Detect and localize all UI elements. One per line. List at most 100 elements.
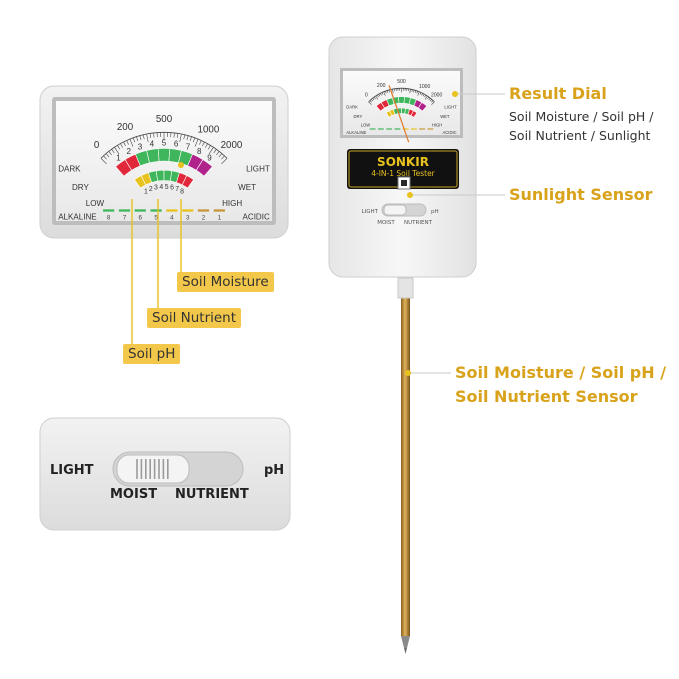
ph-number: 2 — [202, 215, 206, 222]
lux-tick — [386, 90, 389, 93]
ph-scale-segment — [427, 128, 434, 130]
lux-tick — [218, 153, 223, 158]
moisture-number: 3 — [138, 142, 143, 151]
lux-tick — [123, 141, 126, 147]
lux-tick — [189, 136, 192, 142]
ph-scale-segment — [410, 128, 417, 130]
probe-sensor-title-2: Soil Nutrient Sensor — [455, 387, 638, 406]
nutrient-number: 8 — [180, 189, 184, 196]
lux-tick-label: 500 — [397, 79, 406, 85]
nutrient-band-segment — [181, 175, 194, 189]
lux-tick — [202, 141, 205, 147]
device-texts: SONKIR 4-IN-1 Soil Tester LIGHT pH MOIST… — [362, 155, 439, 226]
lux-tick-label: 0 — [365, 92, 368, 98]
small-switch-left-label: LIGHT — [362, 209, 379, 215]
lux-tick — [103, 155, 107, 160]
callout-leaders — [408, 93, 505, 374]
lux-tick — [380, 93, 382, 96]
light-band-segment — [157, 148, 171, 162]
result-dial-title: Result Dial — [509, 84, 607, 103]
alkaline-label: ALKALINE — [58, 213, 97, 222]
lux-tick — [207, 145, 211, 150]
callout-dots — [405, 91, 458, 376]
ph-number: 8 — [107, 215, 111, 222]
lux-tick — [413, 89, 415, 93]
brand-name: SONKIR — [377, 155, 429, 169]
lux-tick — [221, 158, 228, 165]
lux-tick — [372, 97, 375, 101]
nutrient-band-segment — [410, 110, 418, 118]
ph-scale-segment — [134, 209, 146, 212]
lux-tick — [424, 95, 428, 100]
small-switch-nutrient-label: NUTRIENT — [404, 220, 433, 226]
lux-tick — [427, 96, 430, 100]
ph-scale-segment — [197, 209, 210, 212]
ph-number: 7 — [123, 215, 127, 222]
lux-tick — [388, 89, 390, 93]
dark-label: DARK — [346, 105, 358, 110]
lux-tick — [183, 134, 186, 140]
dry-label: DRY — [72, 183, 89, 192]
small-switch-right-label: pH — [431, 209, 439, 215]
lux-tick — [383, 91, 386, 96]
lux-tick — [153, 132, 155, 138]
lux-tick — [424, 94, 427, 98]
probe-sensor-title-1: Soil Moisture / Soil pH / — [455, 363, 667, 382]
ph-scale-segment — [377, 128, 384, 130]
light-band-segment — [417, 102, 428, 112]
ph-number: 4 — [170, 215, 174, 222]
lux-tick — [199, 140, 202, 145]
lux-tick — [409, 89, 411, 94]
lux-tick — [392, 89, 394, 94]
lux-tick — [120, 143, 123, 148]
ph-scale-segment — [118, 209, 131, 212]
alkaline-label: ALKALINE — [346, 130, 366, 135]
moisture-number: 2 — [127, 147, 132, 156]
lux-tick — [385, 90, 387, 94]
light-band-segment — [398, 96, 405, 104]
high-label: HIGH — [432, 123, 442, 128]
lux-tick-label: 2000 — [221, 140, 243, 151]
probe-rod — [401, 296, 410, 636]
ph-number: 3 — [186, 215, 190, 222]
ph-scale-segment — [419, 128, 426, 130]
nutrient-number: 5 — [165, 184, 169, 191]
lux-tick — [205, 143, 208, 148]
mode-switch-knob[interactable] — [383, 204, 407, 216]
soil-ph-tag: Soil pH — [123, 344, 181, 364]
wet-label: WET — [440, 114, 450, 119]
brand-plate — [347, 149, 459, 189]
small-switch-moist-label: MOIST — [377, 220, 395, 226]
moisture-number: 6 — [174, 139, 179, 148]
lux-tick — [100, 158, 107, 165]
ph-scale-segment — [402, 128, 409, 130]
lux-tick — [216, 151, 220, 156]
lux-tick — [111, 149, 115, 154]
soil-moisture-tag: Soil Moisture — [177, 272, 274, 292]
lux-tick — [176, 133, 179, 138]
nutrient-number: 3 — [154, 185, 158, 192]
lux-tick — [422, 93, 425, 97]
lux-tick — [132, 137, 136, 143]
ph-number: 5 — [154, 215, 158, 222]
switch-nutrient-label: NUTRIENT — [175, 487, 249, 502]
lux-tick-label: 500 — [156, 114, 173, 125]
lux-tick — [431, 100, 434, 103]
low-label: LOW — [361, 123, 371, 128]
lux-tick — [114, 147, 120, 155]
lux-tick-label: 0 — [94, 140, 100, 151]
lux-tick-label: 200 — [377, 83, 386, 89]
nutrient-number: 6 — [170, 185, 174, 192]
ph-scale-segment — [386, 128, 393, 130]
acidic-label: ACIDIC — [442, 130, 456, 135]
switch-moist-label: MOIST — [110, 487, 158, 502]
ph-scale-segment — [369, 128, 376, 130]
nutrient-number: 4 — [159, 184, 163, 191]
lux-tick — [126, 140, 129, 145]
switch-light-label: LIGHT — [50, 463, 94, 478]
nutrient-number: 2 — [149, 186, 153, 193]
ph-scale-segment — [103, 209, 115, 212]
